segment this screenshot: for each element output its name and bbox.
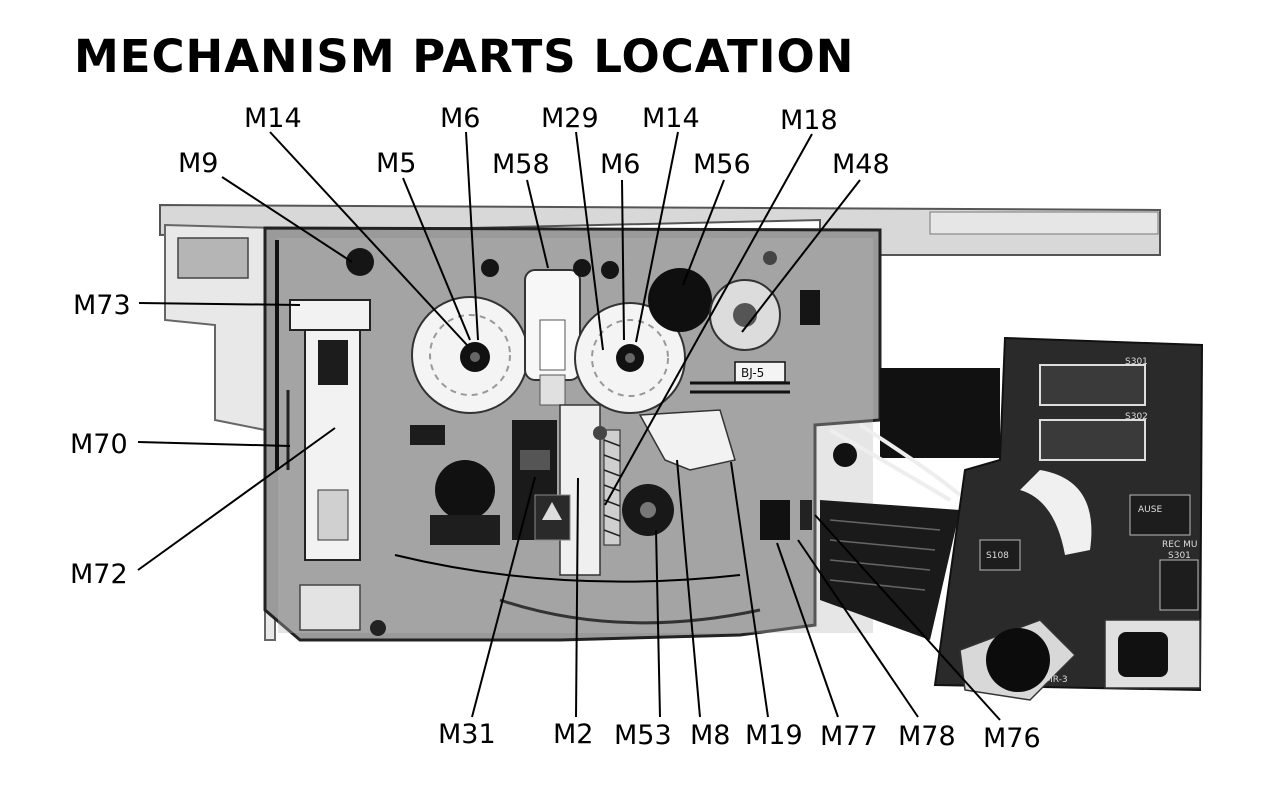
mechanism-illustration: BJ-5 <box>159 203 1204 701</box>
leader-lines <box>137 131 1001 721</box>
callout-m48: M48 <box>832 149 890 180</box>
callout-m29: M29 <box>541 103 599 134</box>
tape-label: BJ-5 <box>741 366 764 380</box>
callout-m2: M2 <box>553 719 593 750</box>
callout-m73: M73 <box>73 290 131 321</box>
callout-m77: M77 <box>820 721 878 752</box>
callout-m78: M78 <box>898 721 956 752</box>
callout-m53: M53 <box>614 720 672 751</box>
callout-m14-right: M14 <box>642 103 700 134</box>
callout-m70: M70 <box>70 429 128 460</box>
callout-m8: M8 <box>690 720 730 751</box>
pause-label: AUSE <box>1138 505 1162 515</box>
callout-m18: M18 <box>780 105 838 136</box>
callout-m76: M76 <box>983 723 1041 754</box>
callout-labels: M14 M6 M29 M14 M18 M9 M5 M58 M6 M56 M48 … <box>70 103 1041 754</box>
callout-m9: M9 <box>178 148 218 179</box>
callout-m31: M31 <box>438 719 496 750</box>
switch-label-3: S108 <box>986 551 1009 561</box>
rec-sub-label: S301 <box>1168 551 1191 561</box>
callout-m14-left: M14 <box>244 103 302 134</box>
callout-m56: M56 <box>693 149 751 180</box>
switch-label-1: S301 <box>1125 357 1148 367</box>
callout-m6-left: M6 <box>440 103 480 134</box>
rec-label: REC MU <box>1162 540 1197 550</box>
callout-m5: M5 <box>376 148 416 179</box>
callout-m58: M58 <box>492 149 550 180</box>
callout-m6-right: M6 <box>600 149 640 180</box>
callout-m19: M19 <box>745 720 803 751</box>
board-code: MR-3 <box>1045 675 1068 685</box>
switch-label-2: S302 <box>1125 412 1148 422</box>
callout-m72: M72 <box>70 559 128 590</box>
page-title: MECHANISM PARTS LOCATION <box>74 30 855 83</box>
